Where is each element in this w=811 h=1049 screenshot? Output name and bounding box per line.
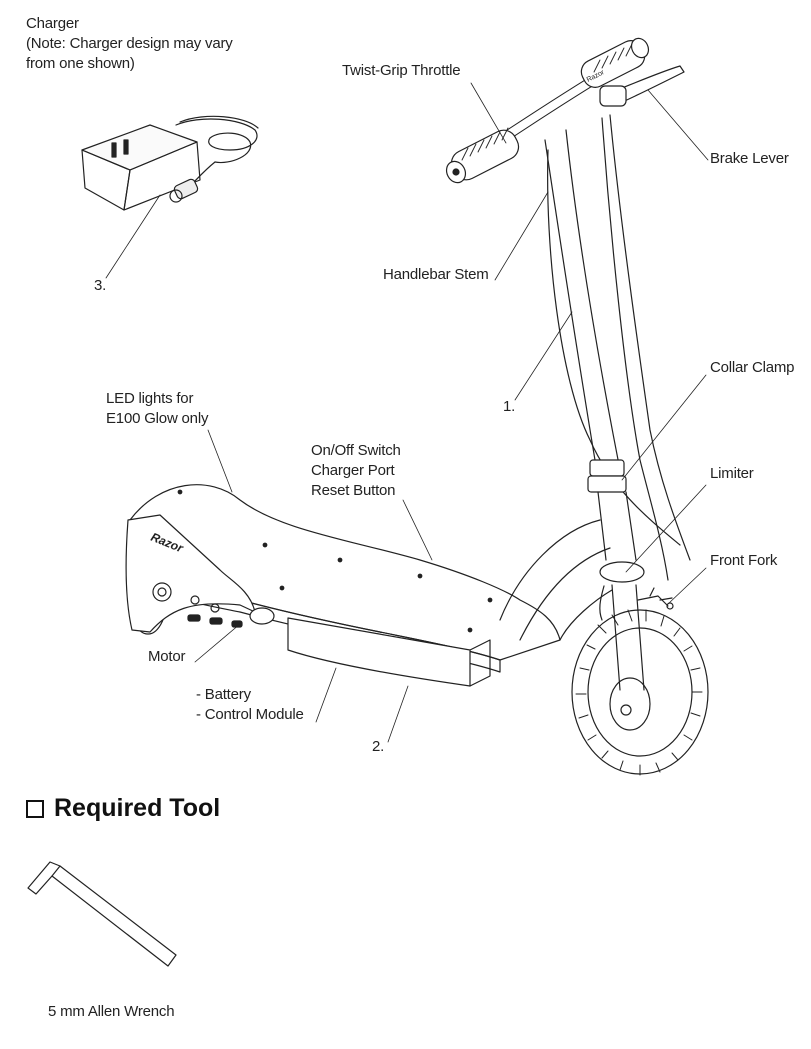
switch-port-reset-label: On/Off Switch Charger Port Reset Button	[311, 442, 401, 499]
required-tool-heading: Required Tool	[26, 794, 220, 823]
charger-label: Charger (Note: Charger design may vary f…	[26, 15, 233, 72]
allen-wrench-illustration	[27, 861, 177, 967]
brake-lever-label: Brake Lever	[710, 150, 789, 167]
required-tool-title: Required Tool	[54, 794, 221, 822]
handlebar-illustration	[445, 37, 685, 184]
battery-module-label: - Battery - Control Module	[196, 686, 304, 723]
handlebar-stem-label: Handlebar Stem	[383, 266, 489, 283]
limiter-label: Limiter	[710, 465, 754, 482]
checkbox-icon	[26, 799, 44, 818]
leader-lines	[194, 82, 709, 743]
led-lights-label: LED lights for E100 Glow only	[106, 390, 209, 427]
front-wheel-illustration	[571, 584, 709, 776]
stem-illustration	[544, 114, 691, 583]
rear-wheel-illustration	[125, 514, 275, 635]
battery-box-illustration	[287, 617, 491, 687]
front-fork-label: Front Fork	[710, 552, 778, 569]
callout-3: 3.	[94, 277, 107, 294]
callout-1: 1.	[503, 398, 516, 415]
twist-grip-throttle-label: Twist-Grip Throttle	[342, 62, 461, 79]
motor-label: Motor	[148, 648, 186, 665]
callout-2: 2.	[372, 738, 385, 755]
collar-clamp-label: Collar Clamp	[710, 359, 795, 376]
charger-illustration	[81, 115, 259, 211]
allen-wrench-label: 5 mm Allen Wrench	[48, 1003, 175, 1020]
